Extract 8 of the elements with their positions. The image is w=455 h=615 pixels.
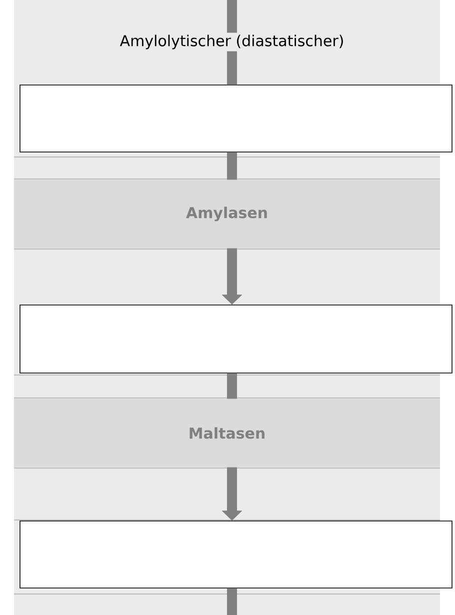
answer-box bbox=[20, 520, 452, 588]
connector-bar bbox=[227, 0, 237, 85]
title: Amylolytischer (diastatischer) bbox=[118, 32, 346, 52]
enzyme-band: Maltasen bbox=[14, 399, 440, 467]
answer-box bbox=[20, 304, 452, 374]
connector-bar bbox=[227, 588, 237, 615]
enzyme-band: Amylasen bbox=[14, 180, 440, 248]
answer-box bbox=[20, 84, 452, 152]
